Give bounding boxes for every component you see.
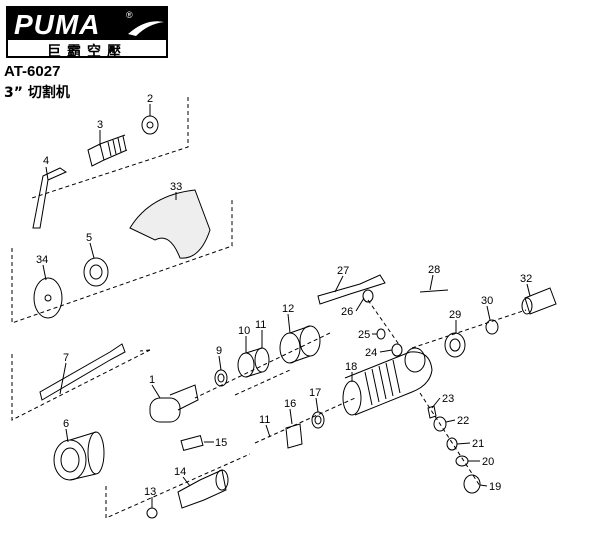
part-27-trigger — [317, 274, 386, 305]
part-29-bushing — [444, 332, 466, 358]
callout-leader-lines — [42, 104, 531, 508]
part-6-collet-nut — [53, 431, 105, 481]
part-22-regulator — [433, 416, 447, 432]
callout-7: 7 — [63, 352, 69, 364]
part-32-air-inlet — [521, 287, 557, 315]
part-23-pin — [427, 405, 437, 419]
callout-28: 28 — [428, 264, 440, 276]
logo-swoosh-icon — [128, 21, 164, 36]
callout-34: 34 — [36, 254, 48, 266]
callout-1: 1 — [149, 374, 155, 386]
callout-22: 22 — [457, 415, 469, 427]
logo-brand-text: PUMA — [14, 9, 101, 40]
part-14-rotor — [177, 469, 229, 509]
part-20-ring — [455, 455, 469, 467]
part-12-cylinder — [279, 325, 321, 364]
callout-25: 25 — [358, 329, 370, 341]
callout-20: 20 — [482, 456, 494, 468]
logo-subtitle: 巨霸空壓 — [47, 44, 127, 60]
part-1-spindle — [149, 384, 199, 423]
callout-16: 16 — [284, 398, 296, 410]
callout-12: 12 — [282, 303, 294, 315]
callout-33: 33 — [170, 181, 182, 193]
product-name: 3” 切割机 — [4, 85, 70, 101]
part-10-bearing — [237, 347, 270, 378]
callout-2: 2 — [147, 93, 153, 105]
part-9-bearing — [214, 369, 228, 387]
part-33-guard — [129, 189, 211, 259]
callout-5: 5 — [86, 232, 92, 244]
part-18-housing — [342, 347, 433, 416]
part-21-oring — [446, 437, 458, 451]
part-15-key — [180, 434, 204, 452]
part-13-washer — [146, 507, 158, 519]
part-19-cap — [463, 474, 481, 494]
callout-19: 19 — [489, 481, 501, 493]
callout-27: 27 — [337, 265, 349, 277]
part-3-screw — [87, 134, 128, 167]
part-26-valve — [362, 289, 374, 303]
part-24-spring — [391, 343, 403, 357]
callout-17: 17 — [309, 387, 321, 399]
logo-banner: PUMA ® — [8, 8, 166, 40]
callout-30: 30 — [481, 295, 493, 307]
callout-24: 24 — [365, 347, 377, 359]
part-28-pin — [419, 289, 449, 293]
callout-21: 21 — [472, 438, 484, 450]
brand-logo: PUMA ® 巨霸空壓 — [6, 6, 168, 60]
callout-23: 23 — [442, 393, 454, 405]
callout-14: 14 — [174, 466, 186, 478]
part-34-disc — [33, 277, 63, 319]
callout-11-lower: 11 — [259, 414, 270, 426]
part-2-washer — [141, 115, 159, 135]
callout-labels: 2 3 4 33 5 34 7 1 6 9 10 11 12 11 16 17 … — [36, 93, 532, 498]
callout-9: 9 — [216, 345, 222, 357]
callout-4: 4 — [43, 155, 49, 167]
callout-13: 13 — [144, 486, 156, 498]
part-7-lever — [39, 343, 126, 401]
callout-11-upper: 11 — [255, 319, 266, 331]
part-17-bearing — [311, 411, 325, 429]
part-30-oring — [485, 319, 499, 335]
callout-3: 3 — [97, 119, 103, 131]
assembly-boundary-lines — [11, 97, 527, 519]
part-16-end-plate — [285, 423, 303, 449]
part-5-nut — [83, 257, 109, 287]
callout-18: 18 — [345, 361, 357, 373]
callout-15: 15 — [215, 437, 227, 449]
callout-32: 32 — [520, 273, 532, 285]
model-number: AT-6027 — [4, 63, 61, 80]
callout-26: 26 — [341, 306, 353, 318]
logo-registered-mark: ® — [126, 10, 133, 20]
part-25-oring — [376, 328, 386, 340]
part-4-hex-key — [32, 167, 68, 229]
callout-10: 10 — [238, 325, 250, 337]
callout-29: 29 — [449, 309, 461, 321]
callout-6: 6 — [63, 418, 69, 430]
